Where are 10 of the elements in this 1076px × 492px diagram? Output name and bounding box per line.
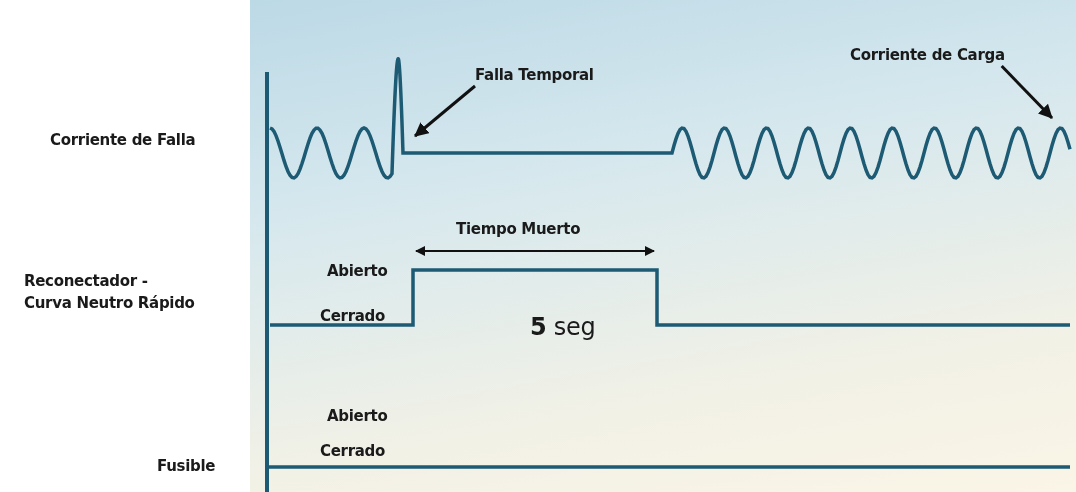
annotation-text: Corriente de Carga — [850, 46, 1005, 64]
axis-label: Corriente de Falla — [50, 131, 196, 149]
axis-label: Reconectador - Curva Neutro Rápido — [24, 271, 196, 314]
state-label: Abierto — [327, 407, 388, 425]
dimension-label: Tiempo Muerto — [456, 220, 581, 238]
duration-label: 5 seg — [530, 313, 596, 341]
state-label: Cerrado — [320, 307, 386, 325]
state-label: Cerrado — [320, 442, 386, 460]
state-label: Abierto — [327, 262, 388, 280]
axis-label: Fusible — [157, 457, 216, 475]
